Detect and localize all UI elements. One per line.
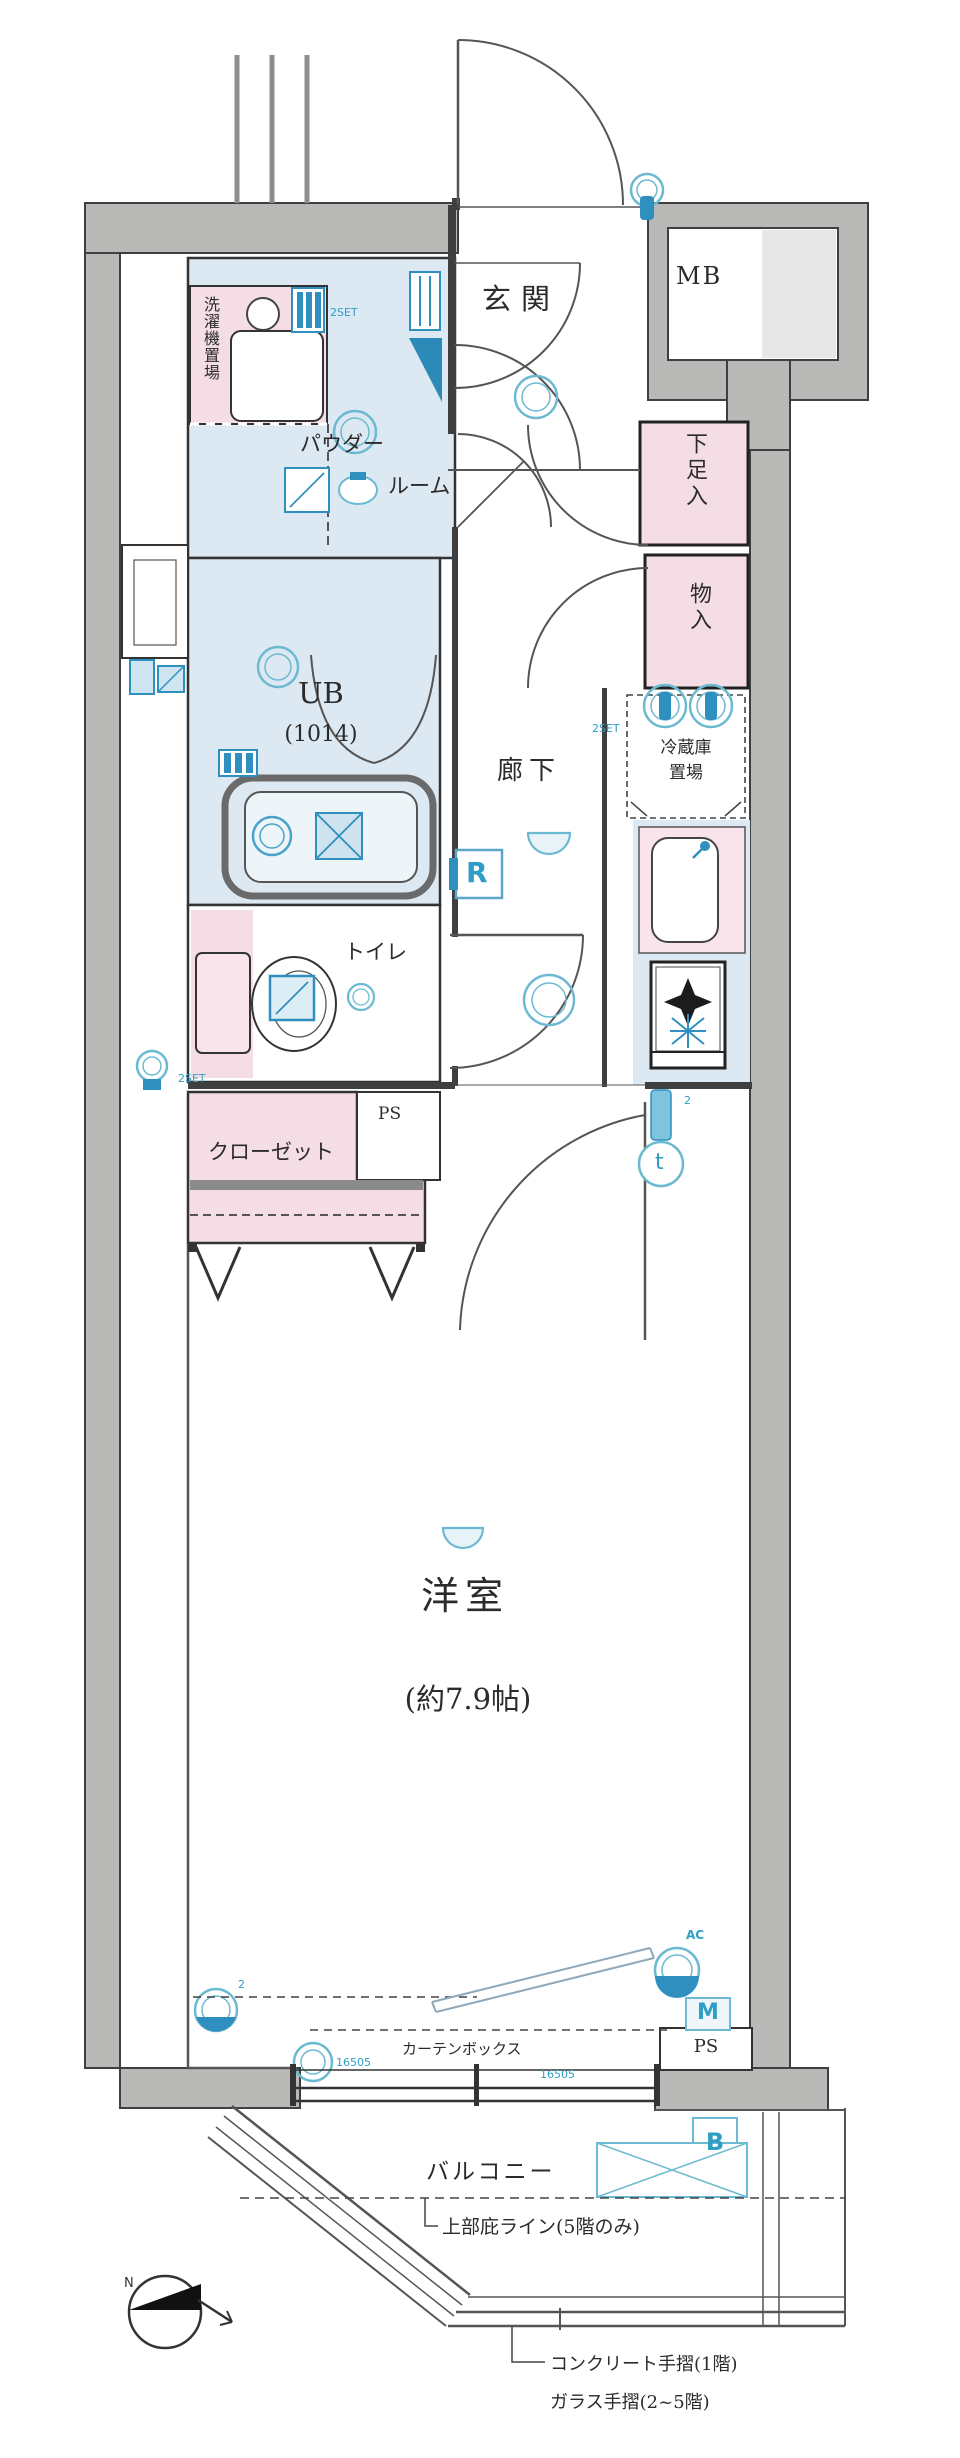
- curtain-rail-3d: [431, 1947, 655, 2013]
- meter-symbol-box: [685, 1997, 731, 2031]
- door-arcs: [310, 39, 649, 1340]
- outlet-note-washer: 2SET: [330, 306, 358, 319]
- room-label-powder-2: ルーム: [388, 474, 451, 498]
- room-label-corridor: 廊下: [497, 756, 562, 786]
- symbol-water-heater: t: [655, 1150, 664, 1175]
- annotation-handrail-1: コンクリート手摺(1階): [550, 2354, 738, 2375]
- symbol-meter: M: [697, 2000, 719, 2025]
- room-label-fridge-1: 冷蔵庫: [660, 738, 712, 758]
- annotation-handrail-2: ガラス手摺(2~5階): [550, 2392, 710, 2413]
- closet-hanger-marks: [194, 1246, 416, 1302]
- toilet-fixture: [195, 952, 337, 1054]
- symbol-remote: R: [466, 856, 488, 889]
- pipe-shaft-lines: [234, 55, 310, 203]
- thin-lines: [186, 206, 648, 2070]
- room-label-meter-box: MB: [676, 262, 723, 290]
- fridge-corner-marks: [630, 801, 742, 817]
- annotation-eave-line: 上部庇ライン(5階のみ): [442, 2216, 640, 2238]
- washing-machine-icon: [230, 287, 325, 422]
- outlet-fill-marks: [196, 196, 717, 2032]
- closet-end-right: [416, 1243, 425, 1252]
- annotation-curtain-box: カーテンボックス: [402, 2040, 522, 2058]
- room-label-western-2: (約7.9帖): [404, 1682, 532, 1716]
- balcony-equipment-box: [596, 2142, 748, 2198]
- room-label-washer: 洗濯機置場: [201, 296, 220, 381]
- handrail-leader: [511, 2326, 545, 2363]
- remote-box: [449, 848, 504, 900]
- room-label-toilet: トイレ: [344, 940, 407, 964]
- shaft-box-inner: [133, 559, 177, 646]
- kitchen-counter: [638, 826, 746, 954]
- north-compass: [127, 2274, 233, 2350]
- window-code-right: 16505: [540, 2068, 575, 2081]
- eave-label-leader: [424, 2198, 438, 2227]
- downlight-half-discs: [441, 831, 572, 1550]
- room-label-entrance: 玄関: [482, 282, 561, 316]
- washbasin-icon: [284, 467, 378, 513]
- shoe-cabinet-box: [638, 420, 750, 547]
- room-label-bath-2: (1014): [284, 722, 358, 747]
- outlet-note-toilet: 2SET: [178, 1072, 206, 1085]
- superscript-outlet: 2: [238, 1978, 245, 1991]
- room-label-shoe-cabinet: 下足入: [682, 432, 707, 510]
- toilet-faucet-icon: [135, 1049, 169, 1090]
- closet-rod: [190, 1180, 423, 1190]
- room-label-powder-1: パウダー: [300, 432, 384, 456]
- room-label-western-1: 洋室: [420, 1574, 509, 1618]
- room-label-storage: 物入: [686, 582, 711, 634]
- room-label-ps-lower: PS: [693, 2036, 719, 2057]
- window-code-left: 16505: [336, 2056, 371, 2069]
- shaft-valve-icon: [129, 659, 185, 695]
- room-label-closet: クローゼット: [208, 1140, 334, 1164]
- room-label-fridge-2: 置場: [669, 763, 703, 783]
- symbol-air-con: AC: [686, 1928, 705, 1942]
- water-heater-icon: [637, 1089, 685, 1188]
- balcony-rails: [207, 2105, 846, 2330]
- storage-box: [643, 553, 750, 690]
- room-label-balcony: バルコニー: [426, 2159, 556, 2185]
- room-label-ps-upper: PS: [378, 1104, 402, 1124]
- meter-box-shade: [762, 230, 836, 358]
- closet-end-left: [188, 1243, 197, 1252]
- pipe-space-upper-box: [356, 1091, 441, 1181]
- room-label-bath-1: UB: [298, 676, 344, 710]
- bath-faucet-icon: [218, 749, 258, 777]
- bathtub: [221, 774, 437, 900]
- symbol-balcony-meter: B: [705, 2128, 725, 2156]
- north-letter: N: [124, 2276, 134, 2291]
- superscript-heater: 2: [684, 1094, 691, 1107]
- entry-mirror-cabinet: [409, 271, 442, 402]
- pipe-space-lower-box: [659, 2027, 753, 2071]
- window-jambs: [290, 2064, 660, 2106]
- outlet-note-kitchen: 2SET: [592, 722, 620, 735]
- kitchen-stove: [649, 960, 727, 1070]
